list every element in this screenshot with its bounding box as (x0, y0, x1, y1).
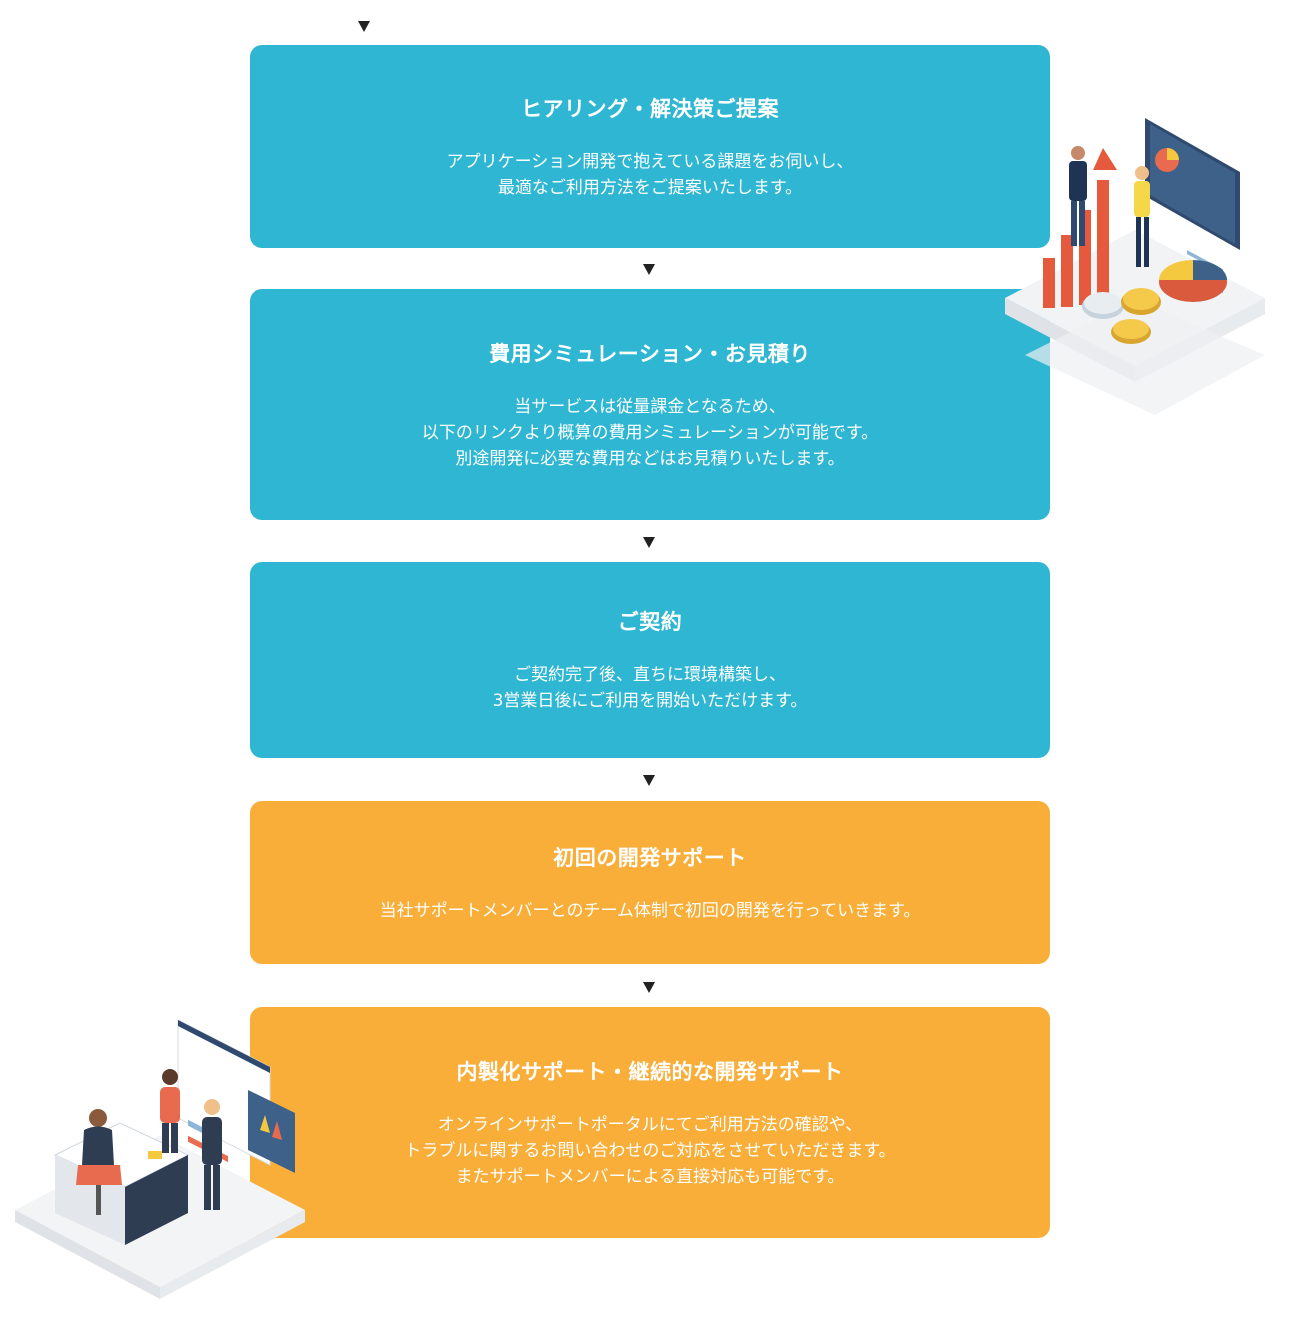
step-title: ご契約 (617, 610, 683, 634)
step-description: 当社サポートメンバーとのチーム体制で初回の開発を行っていきます。 (380, 898, 921, 924)
flow-arrow-down-icon (643, 775, 655, 786)
office-support-team-illustration (15, 1019, 305, 1299)
flow-arrow-down-icon (643, 537, 655, 548)
flow-arrow-down-icon (643, 264, 655, 275)
step-description-line: 当サービスは従量課金となるため、 (514, 396, 786, 417)
step-description-line: トラブルに関するお問い合わせのご対応をさせていただきます。 (404, 1140, 896, 1161)
step-description-line: ご契約完了後、直ちに環境構築し、 (514, 665, 786, 685)
step-card-continuous-support: 内製化サポート・継続的な開発サポート オンラインサポートポータルにてご利用方法の… (250, 1007, 1050, 1238)
step-description: オンラインサポートポータルにてご利用方法の確認や、 トラブルに関するお問い合わせ… (404, 1112, 895, 1190)
step-card-hearing: ヒアリング・解決策ご提案 アプリケーション開発で抱えている課題をお伺いし、 最適… (250, 45, 1050, 248)
step-card-contract: ご契約 ご契約完了後、直ちに環境構築し、 3営業日後にご利用を開始いただけます。 (250, 562, 1050, 758)
step-title: 初回の開発サポート (553, 845, 747, 870)
flow-arrow-down-icon (643, 982, 655, 993)
step-description-line: 3営業日後にご利用を開始いただけます。 (492, 691, 808, 711)
step-description: 当サービスは従量課金となるため、 以下のリンクより概算の費用シミュレーションが可… (422, 394, 878, 472)
step-description-line: 当社サポートメンバーとのチーム体制で初回の開発を行っていきます。 (379, 900, 921, 921)
step-description-line: 別途開発に必要な費用などはお見積りいたします。 (455, 448, 845, 469)
step-description-line: アプリケーション開発で抱えている課題をお伺いし、 (446, 151, 854, 172)
step-title: 費用シミュレーション・お見積り (489, 341, 811, 366)
step-card-initial-support: 初回の開発サポート 当社サポートメンバーとのチーム体制で初回の開発を行っていきま… (250, 801, 1050, 964)
step-title: 内製化サポート・継続的な開発サポート (456, 1059, 844, 1084)
flow-arrow-down-icon (358, 21, 370, 32)
step-description: ご契約完了後、直ちに環境構築し、 3営業日後にご利用を開始いただけます。 (493, 662, 808, 714)
step-description: アプリケーション開発で抱えている課題をお伺いし、 最適なご利用方法をご提案いたし… (447, 149, 854, 201)
step-card-estimate: 費用シミュレーション・お見積り 当サービスは従量課金となるため、 以下のリンクよ… (250, 289, 1050, 520)
step-description-line: またサポートメンバーによる直接対応も可能です。 (455, 1166, 845, 1187)
step-description-line: 最適なご利用方法をご提案いたします。 (497, 177, 803, 198)
step-description-line: オンラインサポートポータルにてご利用方法の確認や、 (437, 1114, 863, 1135)
step-description-line: 以下のリンクより概算の費用シミュレーションが可能です。 (421, 422, 879, 443)
business-presentation-illustration (1005, 118, 1265, 415)
step-title: ヒアリング・解決策ご提案 (521, 96, 779, 121)
